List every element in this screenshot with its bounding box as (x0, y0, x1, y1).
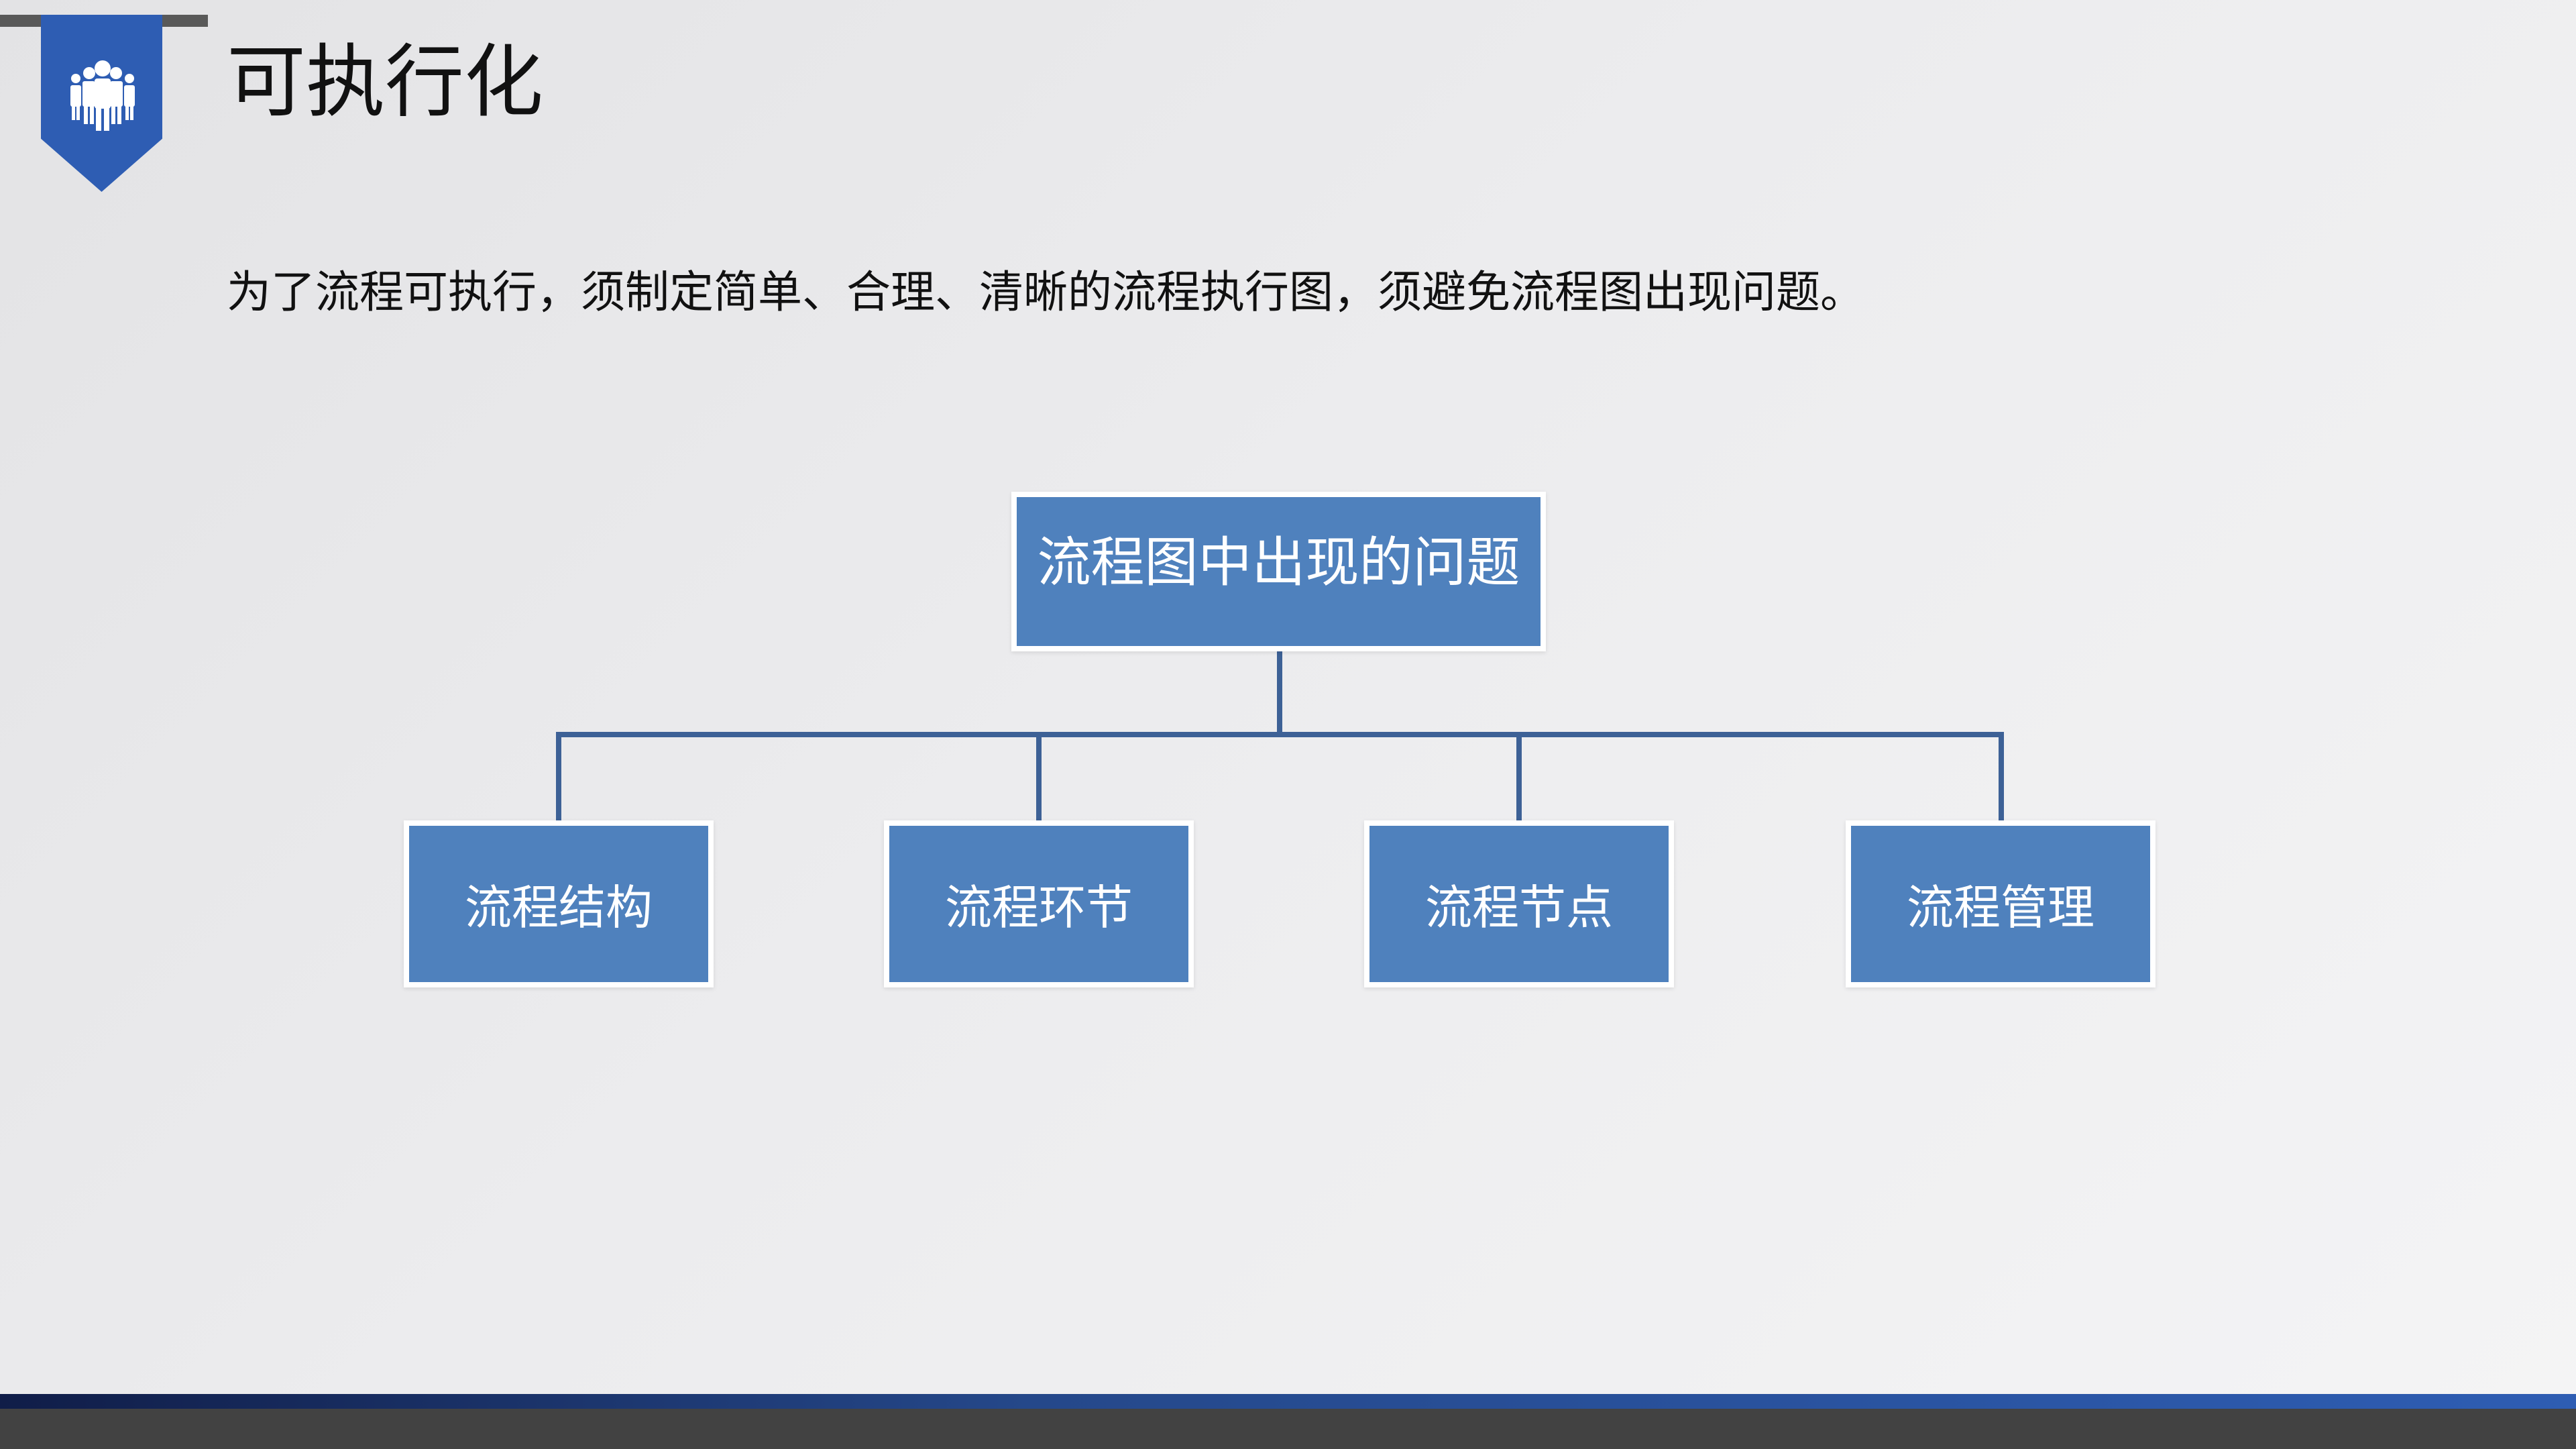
diagram-node-step[interactable]: 流程环节 (884, 820, 1194, 987)
connector-child-1 (556, 735, 561, 822)
footer-bar (0, 1409, 2576, 1449)
diagram-node-management[interactable]: 流程管理 (1846, 820, 2155, 987)
connector-horizontal (556, 732, 2004, 737)
page-title: 可执行化 (227, 36, 544, 128)
connector-child-4 (1999, 735, 2004, 822)
connector-child-3 (1516, 735, 1522, 822)
people-group-icon (70, 60, 135, 131)
diagram-node-node[interactable]: 流程节点 (1364, 820, 1674, 987)
subtitle-text: 为了流程可执行，须制定简单、合理、清晰的流程执行图，须避免流程图出现问题。 (227, 266, 1864, 318)
diagram-root-node[interactable]: 流程图中出现的问题 (1011, 492, 1546, 651)
connector-child-2 (1036, 735, 1042, 822)
diagram-node-structure[interactable]: 流程结构 (404, 820, 714, 987)
connector-root (1277, 651, 1282, 737)
footer-accent-band (0, 1394, 2576, 1409)
header-banner (41, 15, 162, 192)
